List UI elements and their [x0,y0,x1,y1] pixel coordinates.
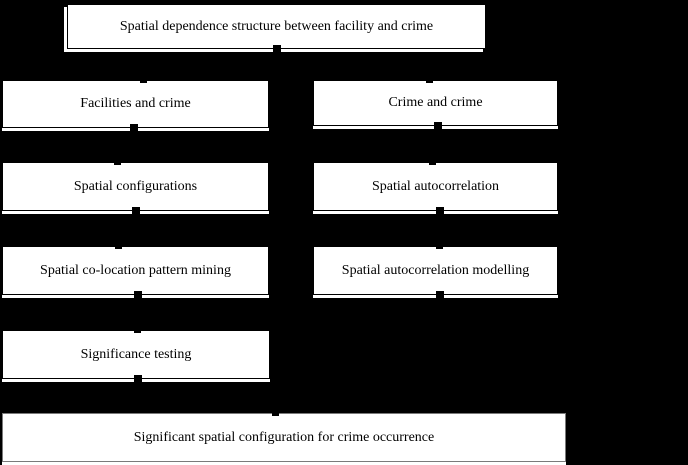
arrow-remnant [115,246,122,249]
arrow-remnant [273,45,281,52]
box-label: Spatial dependence structure between fac… [119,18,434,34]
box-spatial-configurations: Spatial configurations [2,162,269,214]
box-significance-testing: Significance testing [2,330,270,382]
box-label: Significance testing [80,346,192,362]
arrow-remnant [429,162,436,165]
box-crime-and-crime: Crime and crime [313,80,558,129]
box-spatial-colocation-pattern-mining: Spatial co-location pattern mining [2,246,269,298]
arrow-remnant [134,375,142,382]
box-spatial-autocorrelation-modelling: Spatial autocorrelation modelling [313,246,558,298]
arrow-remnant [114,162,121,165]
arrow-remnant [132,207,140,214]
box-label: Spatial co-location pattern mining [40,262,231,278]
arrow-remnant [434,122,442,129]
box-label: Spatial autocorrelation modelling [341,262,530,278]
box-spatial-autocorrelation: Spatial autocorrelation [313,162,558,214]
box-significant-spatial-configuration: Significant spatial configuration for cr… [2,413,566,462]
arrow-remnant [272,413,279,416]
arrow-remnant [426,80,433,83]
arrow-remnant [130,124,138,131]
box-label: Spatial autocorrelation [371,178,500,194]
box-label: Facilities and crime [80,96,191,112]
box-label: Crime and crime [388,95,483,111]
box-facilities-and-crime: Facilities and crime [2,80,269,131]
arrow-remnant [134,291,142,298]
box-label: Significant spatial configuration for cr… [133,429,435,445]
arrow-remnant [134,330,141,333]
arrow-remnant [140,80,147,83]
arrow-remnant [436,246,443,249]
arrow-remnant [436,207,444,214]
box-label: Spatial configurations [73,178,198,194]
box-spatial-dependence-structure: Spatial dependence structure between fac… [67,4,486,52]
arrow-remnant [436,291,444,298]
